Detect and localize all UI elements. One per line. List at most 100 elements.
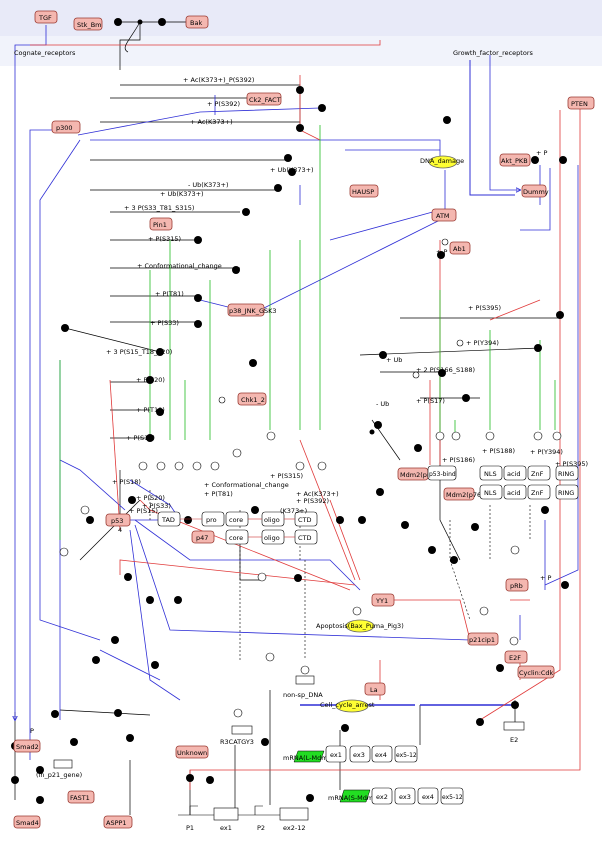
- fast1-node[interactable]: FAST1: [67, 790, 95, 804]
- pin1-node[interactable]: Pin1: [149, 217, 173, 231]
- process-dot: [126, 734, 134, 742]
- p47-domain-label: core: [229, 534, 243, 542]
- mod-label: + P: [540, 574, 552, 582]
- la-node[interactable]: La: [364, 682, 386, 696]
- la-label: La: [370, 686, 378, 694]
- stk-bm-node[interactable]: Stk_Bm: [73, 17, 103, 31]
- bak-node[interactable]: Bak: [185, 15, 209, 29]
- mrna-s-row: mRNA(S-Mdm2) ex2 ex3 ex4 ex5-12: [328, 787, 464, 805]
- process-dot: [232, 266, 240, 274]
- mod-label: + P(S392): [207, 100, 240, 108]
- p53-domain-label: oligo: [264, 516, 280, 524]
- pten-node[interactable]: PTEN: [567, 96, 595, 110]
- chk1-2-node[interactable]: Chk1_2: [237, 392, 267, 406]
- process-dot: [194, 236, 202, 244]
- in-p21-gene-label: (in_p21_gene): [36, 771, 82, 779]
- mod-label: + Ac(K373+): [296, 490, 339, 498]
- process-dot: [146, 596, 154, 604]
- p38-jnk-node[interactable]: p38_JNK_GSK3: [227, 303, 277, 317]
- mod-label: + P(S33): [142, 502, 171, 510]
- cell-cycle-arrest-node[interactable]: Cell_cycle_arrest: [320, 699, 375, 713]
- mod-label: + P(Y394): [466, 339, 499, 347]
- modulator-circle: [485, 431, 495, 441]
- mdm2-domain-nls-b: [479, 484, 503, 500]
- process-dot: [379, 351, 387, 359]
- yy1-node[interactable]: YY1: [371, 593, 395, 607]
- hausp-node[interactable]: HAUSP: [349, 184, 379, 198]
- mdm2-domain-label: ZnF: [531, 489, 544, 497]
- mod-label: + P: [536, 149, 548, 157]
- process-dot: [496, 664, 504, 672]
- yy1-label: YY1: [375, 597, 388, 605]
- process-dot: [438, 369, 446, 377]
- p47-domain-label: oligo: [264, 534, 280, 542]
- apoptosis-node[interactable]: Apoptosis(Bax_Puma_Pig3): [316, 619, 404, 633]
- modulator-circle: [265, 652, 275, 662]
- process-dot: [531, 156, 539, 164]
- smad4-node[interactable]: Smad4: [13, 815, 41, 829]
- modulator-circle: [451, 431, 461, 441]
- unknown-label: Unknown: [177, 749, 207, 757]
- e2f-node[interactable]: E2F: [504, 650, 528, 664]
- modulator-circle: [59, 547, 69, 557]
- tgf-node[interactable]: TGF: [34, 10, 58, 24]
- dummy-node[interactable]: Dummy: [521, 184, 549, 198]
- mdm2-domain-ring: [555, 465, 579, 481]
- process-dot: [86, 516, 94, 524]
- mod-label: + P(T81): [204, 490, 233, 498]
- process-dot: [206, 776, 214, 784]
- chk1-2-label: Chk1_2: [241, 396, 265, 404]
- p47-node[interactable]: p47: [191, 530, 215, 544]
- modulator-circle: [138, 461, 148, 471]
- dna-damage-node[interactable]: DNA_damage: [420, 155, 464, 169]
- p53-domain-labels: TAD pro core oligo CTD core oligo CTD: [161, 516, 312, 542]
- exon-label: ex3: [353, 751, 365, 759]
- mod-label: + P(S186): [442, 456, 475, 464]
- process-dot: [369, 429, 375, 435]
- ck2-fact-node[interactable]: Ck2_FACT: [246, 92, 282, 106]
- gene-label: ex1: [220, 824, 232, 832]
- exon-label: ex4: [375, 751, 387, 759]
- akt-pkb-node[interactable]: Akt_PKB: [499, 153, 531, 167]
- exon-label: ex5-12: [396, 752, 417, 759]
- process-dot: [288, 168, 296, 176]
- p21cip1-node[interactable]: p21cip1: [467, 632, 499, 646]
- modulator-circle: [266, 431, 276, 441]
- atm-node[interactable]: ATM: [431, 208, 457, 222]
- mdm2-domain-label: p53-bind: [429, 471, 456, 478]
- process-dot: [471, 523, 479, 531]
- modulator-circle: [412, 371, 420, 379]
- mdm2-p76-node[interactable]: Mdm2(p76): [443, 487, 484, 501]
- p53-gene-labels: P1 ex1 P2 ex2-12: [186, 824, 305, 832]
- unknown-node[interactable]: Unknown: [175, 745, 209, 759]
- p53-node[interactable]: p53: [105, 513, 131, 527]
- cyclin-cdk-label: Cyclin:Cdk: [519, 669, 554, 677]
- smad2-node[interactable]: Smad2: [13, 739, 41, 753]
- p300-node[interactable]: p300: [51, 120, 81, 134]
- abl-label: Ab1: [453, 245, 466, 253]
- tgf-label: TGF: [38, 14, 52, 22]
- aspp1-node[interactable]: ASPP1: [103, 815, 133, 829]
- process-dot: [296, 124, 304, 132]
- process-dot: [336, 516, 344, 524]
- aspp1-label: ASPP1: [106, 819, 127, 827]
- p53-domain-label: TAD: [161, 516, 175, 524]
- process-dot: [561, 581, 569, 589]
- reaction-arcs-blue: [15, 25, 579, 760]
- modulator-circle: [509, 636, 519, 646]
- prb-node[interactable]: pRb: [505, 578, 529, 592]
- mdm2-domain-nls: [479, 465, 503, 481]
- mdm2-domain-label: NLS: [484, 489, 497, 497]
- process-dot: [294, 574, 302, 582]
- stk-bm-label: Stk_Bm: [77, 21, 101, 29]
- cyclin-cdk-node[interactable]: Cyclin:Cdk: [517, 665, 555, 679]
- abl-node[interactable]: Ab1: [449, 241, 471, 255]
- process-dot: [156, 408, 164, 416]
- mrna-s-glyph[interactable]: [339, 789, 371, 803]
- non-sp-dna-box: [295, 675, 315, 685]
- pten-label: PTEN: [571, 100, 588, 108]
- mrna-l-glyph[interactable]: [293, 750, 325, 763]
- prb-label: pRb: [510, 582, 523, 590]
